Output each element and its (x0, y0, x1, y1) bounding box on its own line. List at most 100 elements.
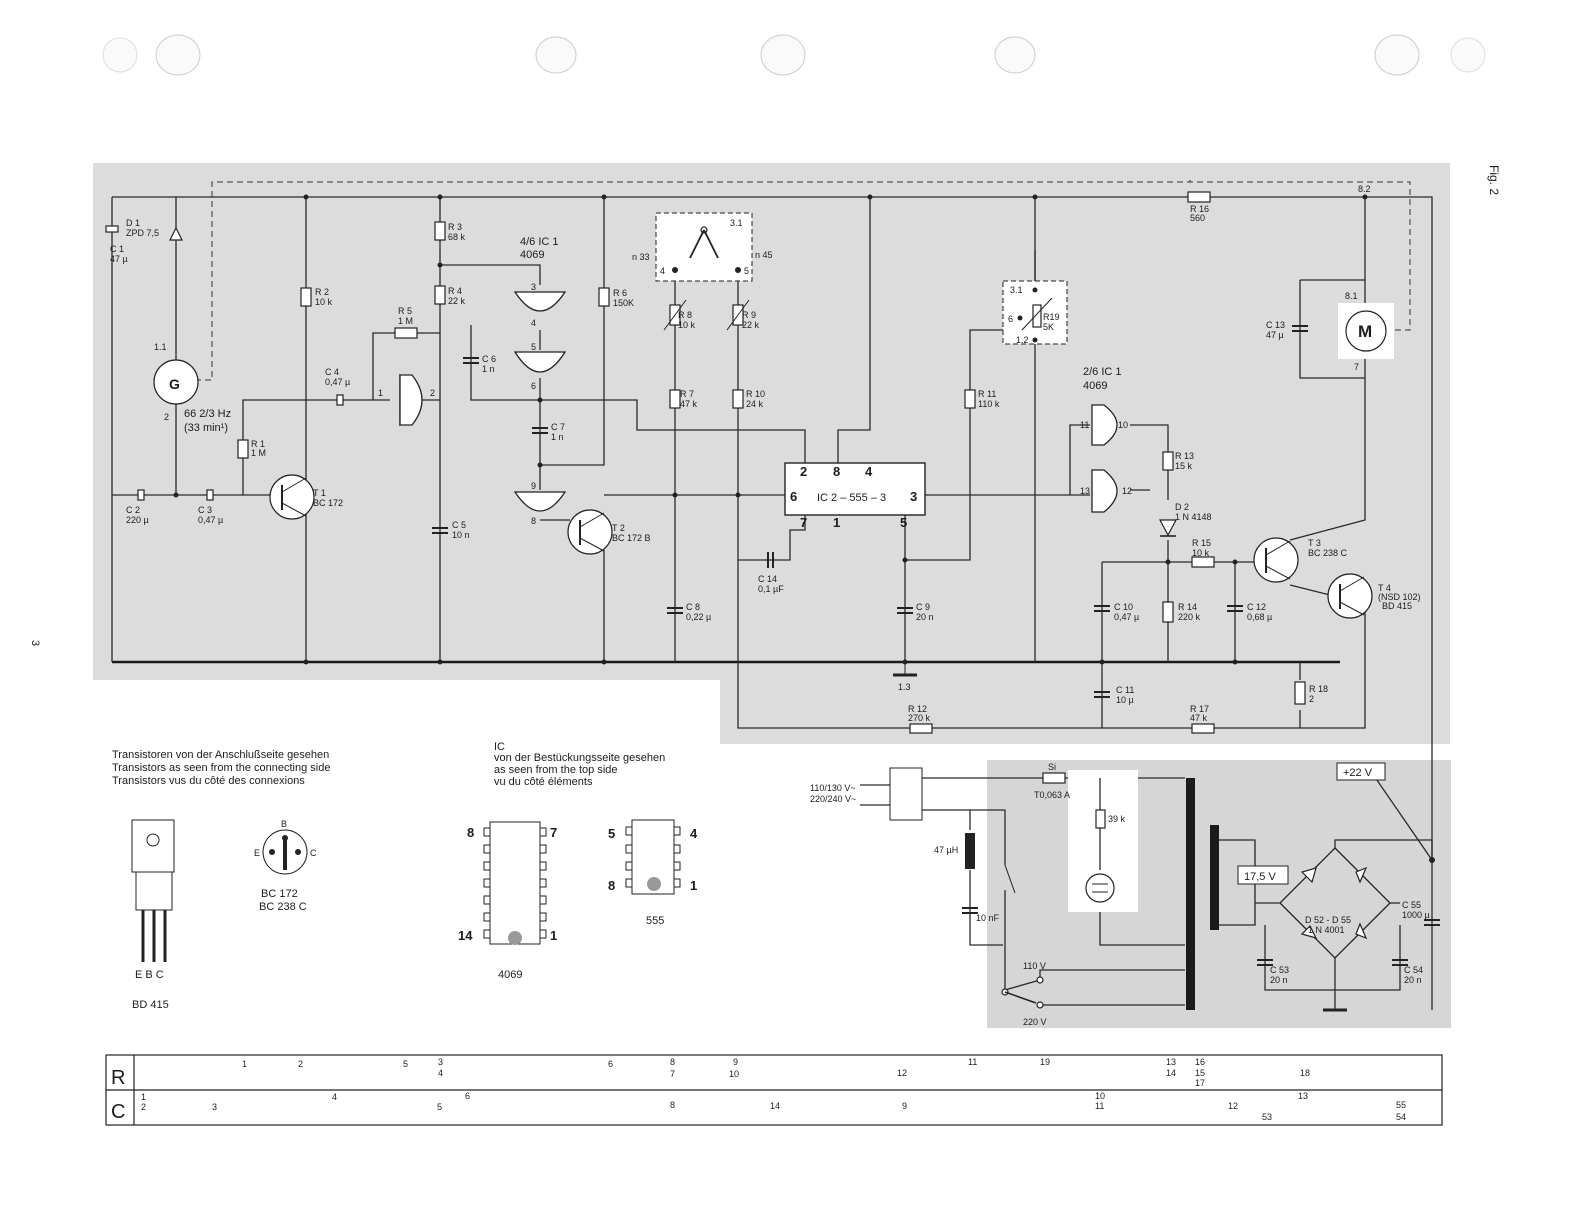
svg-text:R 11: R 11 (978, 389, 996, 399)
capacitor-c14: C 14 0,1 µF (758, 552, 784, 594)
trimmer-r8: R 8 10 k (663, 299, 696, 331)
svg-text:1 M: 1 M (398, 316, 413, 326)
svg-text:14: 14 (458, 928, 473, 943)
svg-text:E B C: E B C (135, 969, 164, 981)
svg-text:0,1 µF: 0,1 µF (758, 584, 784, 594)
resistor-r18: R 18 2 (1294, 681, 1328, 705)
c-entry: 1 (141, 1092, 146, 1102)
svg-text:BC 172 B: BC 172 B (612, 533, 651, 543)
resistor-r2: R 2 10 k (300, 287, 333, 307)
c-entry: 3 (212, 1102, 217, 1112)
resistor-r17: R 17 47 k (1190, 704, 1215, 734)
svg-text:R 15: R 15 (1192, 538, 1211, 548)
svg-text:1.2: 1.2 (1016, 335, 1029, 345)
svg-text:555: 555 (646, 915, 664, 927)
c-entry: 12 (1228, 1101, 1238, 1111)
svg-text:5: 5 (531, 342, 536, 352)
svg-text:R 2: R 2 (315, 287, 329, 297)
svg-text:vu du côté éléments: vu du côté éléments (494, 776, 593, 788)
svg-text:T 3: T 3 (1308, 538, 1321, 548)
capacitor-c6: C 6 1 n (463, 354, 496, 374)
r-entry: 6 (608, 1059, 613, 1069)
capacitor-c5: C 5 10 n (432, 520, 470, 540)
row-label-c: C (111, 1101, 125, 1123)
resistor-r5: R 5 1 M (394, 306, 418, 339)
svg-text:47 µH: 47 µH (934, 845, 958, 855)
svg-text:BC 172: BC 172 (261, 888, 298, 900)
r-entry: 13 (1166, 1057, 1176, 1067)
svg-text:(NSD 102): (NSD 102) (1378, 592, 1421, 602)
r-entry: 2 (298, 1059, 303, 1069)
power-supply: 110/130 V~ 220/240 V~ Si T0,063 A 39 k 4… (810, 762, 1440, 1027)
ground-node-1-3: 1.3 (893, 662, 917, 692)
svg-text:2: 2 (430, 388, 435, 398)
r-entry: 16 (1195, 1057, 1205, 1067)
r-entry: 19 (1040, 1057, 1050, 1067)
r-entry: 3 (438, 1057, 443, 1067)
resistor-r3: R 3 68 k (434, 221, 466, 242)
svg-text:24 k: 24 k (746, 399, 764, 409)
svg-text:7: 7 (1354, 362, 1359, 372)
c-entry: 13 (1298, 1091, 1308, 1101)
bc172-pinout: B E C BC 172 BC 238 C (254, 819, 317, 913)
svg-text:BC 238 C: BC 238 C (259, 901, 307, 913)
c-entry: 10 (1095, 1091, 1105, 1101)
inverter-gate-9-8: 9 8 (513, 481, 567, 526)
svg-text:3.1: 3.1 (1010, 285, 1023, 295)
mechanical-link (195, 181, 1411, 381)
svg-text:T0,063 A: T0,063 A (1034, 790, 1070, 800)
svg-text:15 k: 15 k (1175, 461, 1193, 471)
r-entry: 7 (670, 1069, 675, 1079)
svg-text:47 k: 47 k (680, 399, 698, 409)
svg-text:C: C (310, 848, 317, 858)
tacho-generator-g: G 1.1 2 66 2/3 Hz (33 min¹) (153, 342, 231, 434)
svg-text:1.3: 1.3 (898, 682, 911, 692)
svg-text:E: E (254, 848, 260, 858)
svg-text:220 k: 220 k (1178, 612, 1201, 622)
r-entry: 5 (403, 1059, 408, 1069)
c-entry: 5 (437, 1102, 442, 1112)
svg-text:0,47 µ: 0,47 µ (1114, 612, 1139, 622)
svg-text:C 6: C 6 (482, 354, 496, 364)
trimmer-r9: R 9 22 k (726, 299, 760, 331)
svg-text:13: 13 (1080, 486, 1090, 496)
svg-text:C 7: C 7 (551, 422, 565, 432)
motor-m: M 8.1 7 (1338, 291, 1394, 372)
capacitor-c11: C 11 10 µ (1094, 685, 1134, 705)
inverter-gate-3-4: 3 4 (513, 282, 567, 328)
svg-text:10: 10 (1118, 420, 1128, 430)
r-entry: 14 (1166, 1068, 1176, 1078)
svg-text:4: 4 (531, 318, 536, 328)
svg-text:R 13: R 13 (1175, 451, 1194, 461)
r-entry: 17 (1195, 1078, 1205, 1088)
svg-text:T 4: T 4 (1378, 583, 1391, 593)
svg-text:ZPD 7,5: ZPD 7,5 (126, 228, 159, 238)
svg-text:5: 5 (608, 826, 615, 841)
zener-diode-d1: D 1 ZPD 7,5 (126, 218, 183, 241)
svg-text:n 45: n 45 (755, 250, 773, 260)
svg-text:68 k: 68 k (448, 232, 466, 242)
trimmer-r19-box: 3.1 6 1.2 R19 5K (1002, 280, 1068, 345)
svg-text:R 4: R 4 (448, 286, 462, 296)
transistor-t1: T 1 BC 172 (269, 474, 343, 520)
capacitor-c1: C 1 47 µ (105, 225, 128, 264)
c-entry: 9 (902, 1101, 907, 1111)
svg-text:1.1: 1.1 (154, 342, 167, 352)
svg-text:von der Bestückungsseite geseh: von der Bestückungsseite gesehen (494, 752, 665, 764)
r-entry: 12 (897, 1068, 907, 1078)
board-background (93, 163, 1451, 1028)
svg-text:C 1: C 1 (110, 244, 124, 254)
c-entry: 11 (1095, 1101, 1104, 1111)
svg-text:12: 12 (1122, 486, 1132, 496)
svg-text:3.1: 3.1 (730, 218, 743, 228)
svg-text:8: 8 (833, 464, 840, 479)
capacitor-c3: C 3 0,47 µ (198, 489, 223, 525)
svg-text:R 8: R 8 (678, 310, 692, 320)
svg-text:C 11: C 11 (1116, 685, 1134, 695)
svg-text:Si: Si (1048, 762, 1056, 772)
svg-text:C 10: C 10 (1114, 602, 1133, 612)
svg-text:B: B (281, 819, 287, 829)
svg-text:C 55: C 55 (1402, 900, 1421, 910)
svg-text:BD 415: BD 415 (132, 999, 169, 1011)
r-entry: 15 (1195, 1068, 1205, 1078)
